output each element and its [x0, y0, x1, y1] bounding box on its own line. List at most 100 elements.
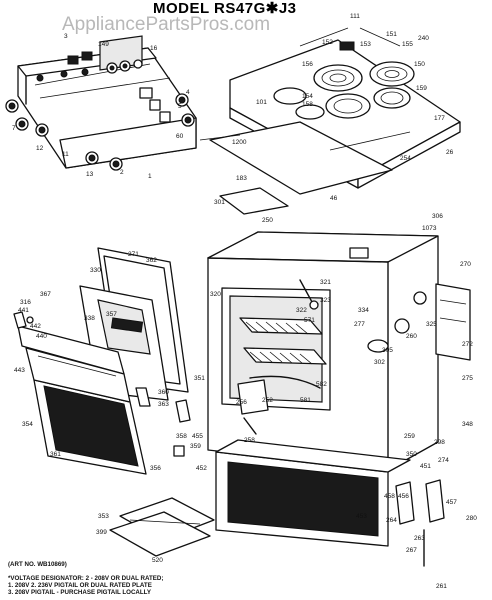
part-callout-350: 350 — [406, 451, 417, 458]
part-callout-348: 348 — [462, 421, 473, 428]
part-callout-455: 455 — [192, 433, 203, 440]
part-callout-353: 353 — [98, 513, 109, 520]
part-callout-442: 442 — [30, 323, 41, 330]
footnote-line-2: 1. 208V 2. 236V PIGTAIL OR DUAL RATED PL… — [8, 582, 152, 589]
part-callout-111: 111 — [350, 13, 360, 20]
part-callout-275: 275 — [462, 375, 473, 382]
part-callout-240: 240 — [418, 35, 429, 42]
part-callout-177: 177 — [434, 115, 445, 122]
part-callout-453: 453 — [356, 513, 367, 520]
part-callout-153: 153 — [360, 41, 371, 48]
part-callout-321: 321 — [320, 279, 331, 286]
part-callout-151: 151 — [386, 31, 397, 38]
part-callout-1073: 1073 — [422, 225, 437, 232]
part-callout-363: 363 — [158, 401, 169, 408]
range-body-assembly — [109, 231, 471, 567]
part-callout-274: 274 — [438, 457, 449, 464]
part-callout-259: 259 — [404, 433, 415, 440]
part-callout-272: 272 — [462, 341, 473, 348]
part-callout-183: 183 — [236, 175, 247, 182]
part-callout-261: 261 — [436, 583, 447, 590]
part-callout-367: 367 — [40, 291, 51, 298]
part-callout-571: 571 — [304, 317, 315, 324]
part-callout-316: 316 — [20, 299, 31, 306]
part-callout-12: 12 — [36, 145, 44, 152]
part-callout-451: 451 — [420, 463, 431, 470]
part-callout-277: 277 — [354, 321, 365, 328]
part-callout-325: 325 — [426, 321, 437, 328]
part-callout-520: 520 — [152, 557, 163, 564]
part-callout-264: 264 — [386, 517, 397, 524]
part-callout-250: 250 — [262, 217, 273, 224]
part-callout-258: 258 — [244, 437, 255, 444]
part-callout-359: 359 — [190, 443, 201, 450]
part-callout-2: 2 — [120, 169, 124, 176]
part-callout-361: 361 — [50, 451, 61, 458]
part-callout-5: 5 — [178, 103, 182, 110]
part-callout-252: 252 — [262, 397, 273, 404]
part-callout-149: 149 — [98, 41, 109, 48]
part-callout-60: 60 — [176, 133, 184, 140]
part-callout-399: 399 — [96, 529, 107, 536]
part-callout-270: 270 — [460, 261, 471, 268]
part-callout-322: 322 — [296, 307, 307, 314]
part-callout-443: 443 — [14, 367, 25, 374]
part-callout-581: 581 — [300, 397, 311, 404]
part-callout-582: 582 — [316, 381, 327, 388]
part-callout-3: 3 — [64, 33, 68, 40]
part-callout-456: 456 — [398, 493, 409, 500]
part-callout-256: 256 — [236, 399, 247, 406]
part-callout-101: 101 — [256, 99, 267, 106]
part-callout-357: 357 — [106, 311, 117, 318]
part-callout-1200: 1200 — [232, 139, 247, 146]
part-callout-362: 362 — [146, 257, 157, 264]
part-callout-305: 305 — [382, 347, 393, 354]
part-callout-158: 158 — [302, 101, 313, 108]
part-callout-159: 159 — [416, 85, 427, 92]
part-callout-457: 457 — [446, 499, 457, 506]
part-callout-356: 356 — [150, 465, 161, 472]
part-callout-267: 267 — [406, 547, 417, 554]
part-callout-154: 154 — [302, 93, 313, 100]
part-callout-334: 334 — [358, 307, 369, 314]
part-callout-280: 280 — [466, 515, 477, 522]
part-callout-330: 330 — [90, 267, 101, 274]
part-callout-271: 271 — [128, 251, 139, 258]
part-callout-155: 155 — [402, 41, 413, 48]
part-callout-358: 358 — [176, 433, 187, 440]
part-callout-458: 458 — [384, 493, 395, 500]
part-callout-452: 452 — [196, 465, 207, 472]
part-callout-13: 13 — [86, 171, 94, 178]
part-callout-298: 298 — [434, 439, 445, 446]
part-callout-306: 306 — [432, 213, 443, 220]
part-callout-524: 524 — [0, 0, 11, 2]
part-callout-7: 7 — [12, 125, 16, 132]
part-callout-302: 302 — [374, 359, 385, 366]
oven-door-assembly — [13, 247, 189, 475]
part-callout-46: 46 — [330, 195, 338, 202]
footnote-line-1: *VOLTAGE DESIGNATOR: 2 - 208V OR DUAL RA… — [8, 575, 163, 582]
part-callout-26: 26 — [446, 149, 454, 156]
part-callout-338: 338 — [84, 315, 95, 322]
part-callout-351: 351 — [194, 375, 205, 382]
model-title: MODEL RS47G✱J3 — [153, 0, 297, 17]
part-callout-440: 440 — [36, 333, 47, 340]
part-callout-301: 301 — [214, 199, 225, 206]
cooktop-assembly — [199, 27, 461, 215]
watermark: AppliancePartsPros.com — [62, 14, 270, 35]
footnote-line-3: 3. 208V PIGTAIL - PURCHASE PIGTAIL LOCAL… — [8, 589, 152, 596]
control-panel-assembly — [5, 35, 197, 171]
part-callout-11: 11 — [62, 151, 69, 158]
part-callout-320: 320 — [210, 291, 221, 298]
part-callout-360: 360 — [158, 389, 169, 396]
part-callout-152: 152 — [322, 39, 333, 46]
part-callout-16: 16 — [150, 45, 158, 52]
callout-layer: 111 151 240 152 153 155 156 150 154 159 158 177 101 1… — [0, 0, 477, 590]
part-callout-354: 354 — [22, 421, 33, 428]
part-callout-254: 254 — [400, 155, 411, 162]
part-callout-263: 263 — [414, 535, 425, 542]
part-callout-156: 156 — [302, 61, 313, 68]
part-callout-150: 150 — [414, 61, 425, 68]
part-callout-491: 491 — [0, 0, 11, 2]
